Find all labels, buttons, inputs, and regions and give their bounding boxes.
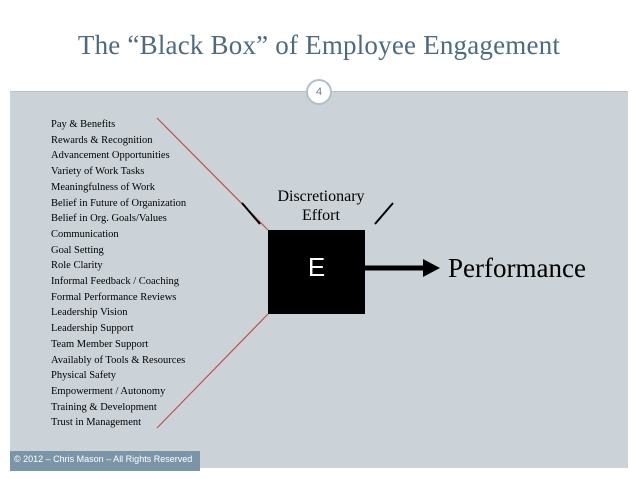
factor-item: Role Clarity — [51, 260, 103, 272]
factor-item: Training & Development — [51, 401, 157, 413]
engagement-factor-list: Pay & Benefits Rewards & Recognition Adv… — [51, 117, 186, 431]
factor-item: Team Member Support — [51, 338, 149, 350]
copyright-footer: © 2012 – Chris Mason – All Rights Reserv… — [14, 454, 193, 464]
performance-label: Performance — [448, 253, 586, 283]
factor-item: Pay & Benefits — [51, 119, 116, 130]
factor-item: Variety of Work Tasks — [51, 166, 145, 178]
factor-item: Rewards & Recognition — [51, 134, 153, 146]
funnel-line-bottom — [156, 313, 269, 429]
factor-item: Empowerment / Autonomy — [51, 385, 166, 397]
factor-item: Informal Feedback / Coaching — [51, 276, 179, 288]
factor-item: Trust in Management — [51, 417, 142, 429]
engagement-box-label: E — [307, 252, 326, 282]
factor-item: Leadership Support — [51, 323, 134, 335]
factor-item: Meaningfulness of Work — [51, 181, 155, 193]
factor-item: Belief in Org. Goals/Values — [51, 213, 167, 225]
discretionary-effort-label: Discretionary Effort — [277, 188, 365, 224]
title-area: The “Black Box” of Employee Engagement — [0, 0, 638, 90]
factor-item: Goal Setting — [51, 244, 104, 256]
factor-item: Belief in Future of Organization — [51, 197, 187, 209]
factor-item: Leadership Vision — [51, 307, 128, 319]
factor-item: Communication — [51, 228, 119, 240]
factor-item: Advancement Opportunities — [51, 150, 170, 162]
factor-item: Physical Safety — [51, 370, 117, 382]
effort-tick-left — [241, 202, 261, 225]
footer-bar — [10, 451, 200, 471]
effort-tick-right — [374, 202, 394, 225]
factor-item: Availably of Tools & Resources — [51, 354, 186, 366]
performance-arrow-head — [423, 259, 440, 277]
factor-item: Formal Performance Reviews — [51, 291, 177, 303]
slide-title: The “Black Box” of Employee Engagement — [77, 30, 561, 60]
page-number-badge: 4 — [306, 79, 332, 105]
engagement-black-box — [268, 230, 365, 314]
